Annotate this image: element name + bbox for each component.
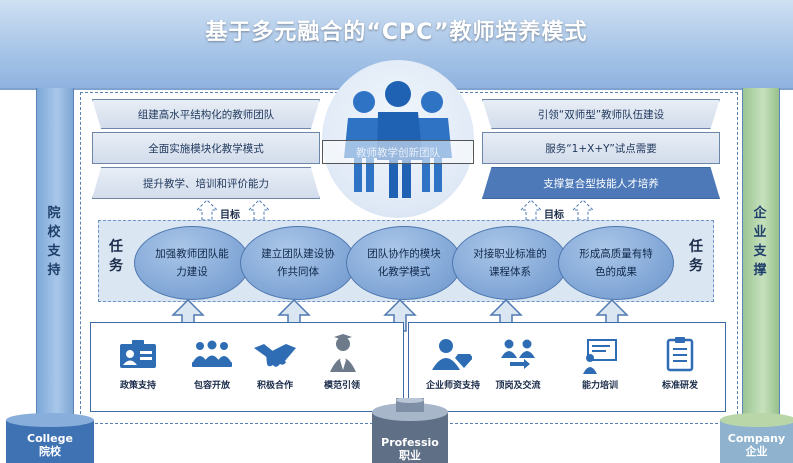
leader-icon	[330, 334, 356, 372]
profession-cylinder-icon	[372, 398, 448, 463]
task-text: 化教学模式	[377, 266, 431, 278]
company-cylinder-text: 企业	[745, 445, 768, 458]
profession-cylinder-text: 职业	[399, 449, 421, 462]
group-icon	[192, 340, 232, 367]
task-text: 形成高质量有特	[579, 248, 653, 260]
profession-cylinder-text: Professio	[381, 436, 439, 449]
model-leadership-label: 模范引领	[323, 381, 360, 391]
policy-support-label: 政策支持	[119, 381, 156, 391]
right-goal-slab-3: 支撑复合型技能人才培养	[482, 167, 720, 199]
college-support-char: 支	[47, 244, 61, 259]
handshake-icon	[254, 344, 296, 367]
task-text: 团队协作的模块	[367, 248, 441, 260]
left-goal-label: 目标	[220, 210, 240, 221]
enterprise-teacher-support-label: 企业师资支持	[425, 381, 480, 391]
task-text: 加强教师团队能	[155, 248, 229, 260]
right-goal-arrow-icon	[520, 199, 595, 221]
college-cylinder-label: College 院校	[6, 432, 94, 458]
company-cylinder-text: Company	[727, 432, 786, 445]
college-cylinder-icon	[6, 413, 94, 463]
college-support-char: 持	[47, 263, 61, 278]
right-goal-slab-1: 引领“双师型”教师队伍建设	[482, 99, 720, 129]
company-support-char: 业	[753, 225, 767, 240]
inclusive-open-label: 包容开放	[193, 381, 230, 391]
task-char: 务	[109, 258, 123, 274]
profession-cylinder-label: Professio 职业	[372, 436, 448, 462]
ability-training-label: 能力培训	[581, 381, 618, 391]
left-goal-slab-1: 组建高水平结构化的教师团队	[92, 99, 320, 129]
training-board-icon	[583, 339, 617, 374]
task-text: 建立团队建设协	[261, 248, 335, 260]
company-support-label: 企 业 支 撑	[742, 204, 778, 280]
left-goal-slab-2: 全面实施模块化教学模式	[92, 132, 320, 164]
company-cylinder-icon	[720, 413, 793, 463]
left-goal-arrow-icon	[196, 199, 271, 221]
support-arrows-icon	[171, 298, 629, 332]
exchange-people-icon	[501, 339, 535, 369]
innovation-team-label: 教师教学创新团队	[322, 140, 474, 164]
clipboard-icon	[666, 337, 694, 372]
college-support-label: 院 校 支 持	[36, 204, 72, 280]
task-text: 课程体系	[489, 266, 531, 278]
task-oval-5: 形成高质量有特色的成果	[558, 226, 674, 300]
active-cooperation-label: 积极合作	[256, 381, 293, 391]
task-oval-3: 团队协作的模块化教学模式	[346, 226, 462, 300]
company-support-char: 撑	[753, 263, 767, 278]
task-text: 作共同体	[277, 266, 319, 278]
task-char: 务	[689, 258, 703, 274]
right-goal-label: 目标	[544, 210, 564, 221]
task-label-left: 任 务	[104, 238, 128, 276]
company-cylinder-label: Company 企业	[720, 432, 793, 458]
id-card-icon	[120, 340, 156, 368]
task-label-right: 任 务	[684, 238, 708, 276]
diagram-title: 基于多元融合的“CPC”教师培养模式	[205, 20, 588, 45]
post-exchange-label: 顶岗及交流	[495, 381, 541, 391]
college-cylinder-text: College	[27, 432, 73, 445]
company-pillar	[742, 88, 780, 428]
college-support-char: 校	[47, 225, 61, 240]
teacher-diamond-icon	[432, 339, 472, 370]
right-goal-slab-2: 服务“1+X+Y”试点需要	[482, 132, 720, 164]
task-text: 色的成果	[595, 266, 637, 278]
company-support-char: 企	[753, 206, 767, 221]
left-goal-slab-3: 提升教学、培训和评价能力	[92, 167, 320, 199]
college-support-char: 院	[47, 206, 61, 221]
standard-development-label: 标准研发	[661, 381, 698, 391]
task-oval-2: 建立团队建设协作共同体	[240, 226, 356, 300]
company-support-char: 支	[753, 244, 767, 259]
task-char: 任	[689, 239, 703, 255]
task-text: 对接职业标准的	[473, 248, 547, 260]
task-oval-1: 加强教师团队能力建设	[134, 226, 250, 300]
task-oval-4: 对接职业标准的课程体系	[452, 226, 568, 300]
task-text: 力建设	[176, 266, 208, 278]
task-char: 任	[109, 239, 123, 255]
college-cylinder-text: 院校	[39, 445, 61, 458]
college-pillar	[36, 88, 74, 428]
